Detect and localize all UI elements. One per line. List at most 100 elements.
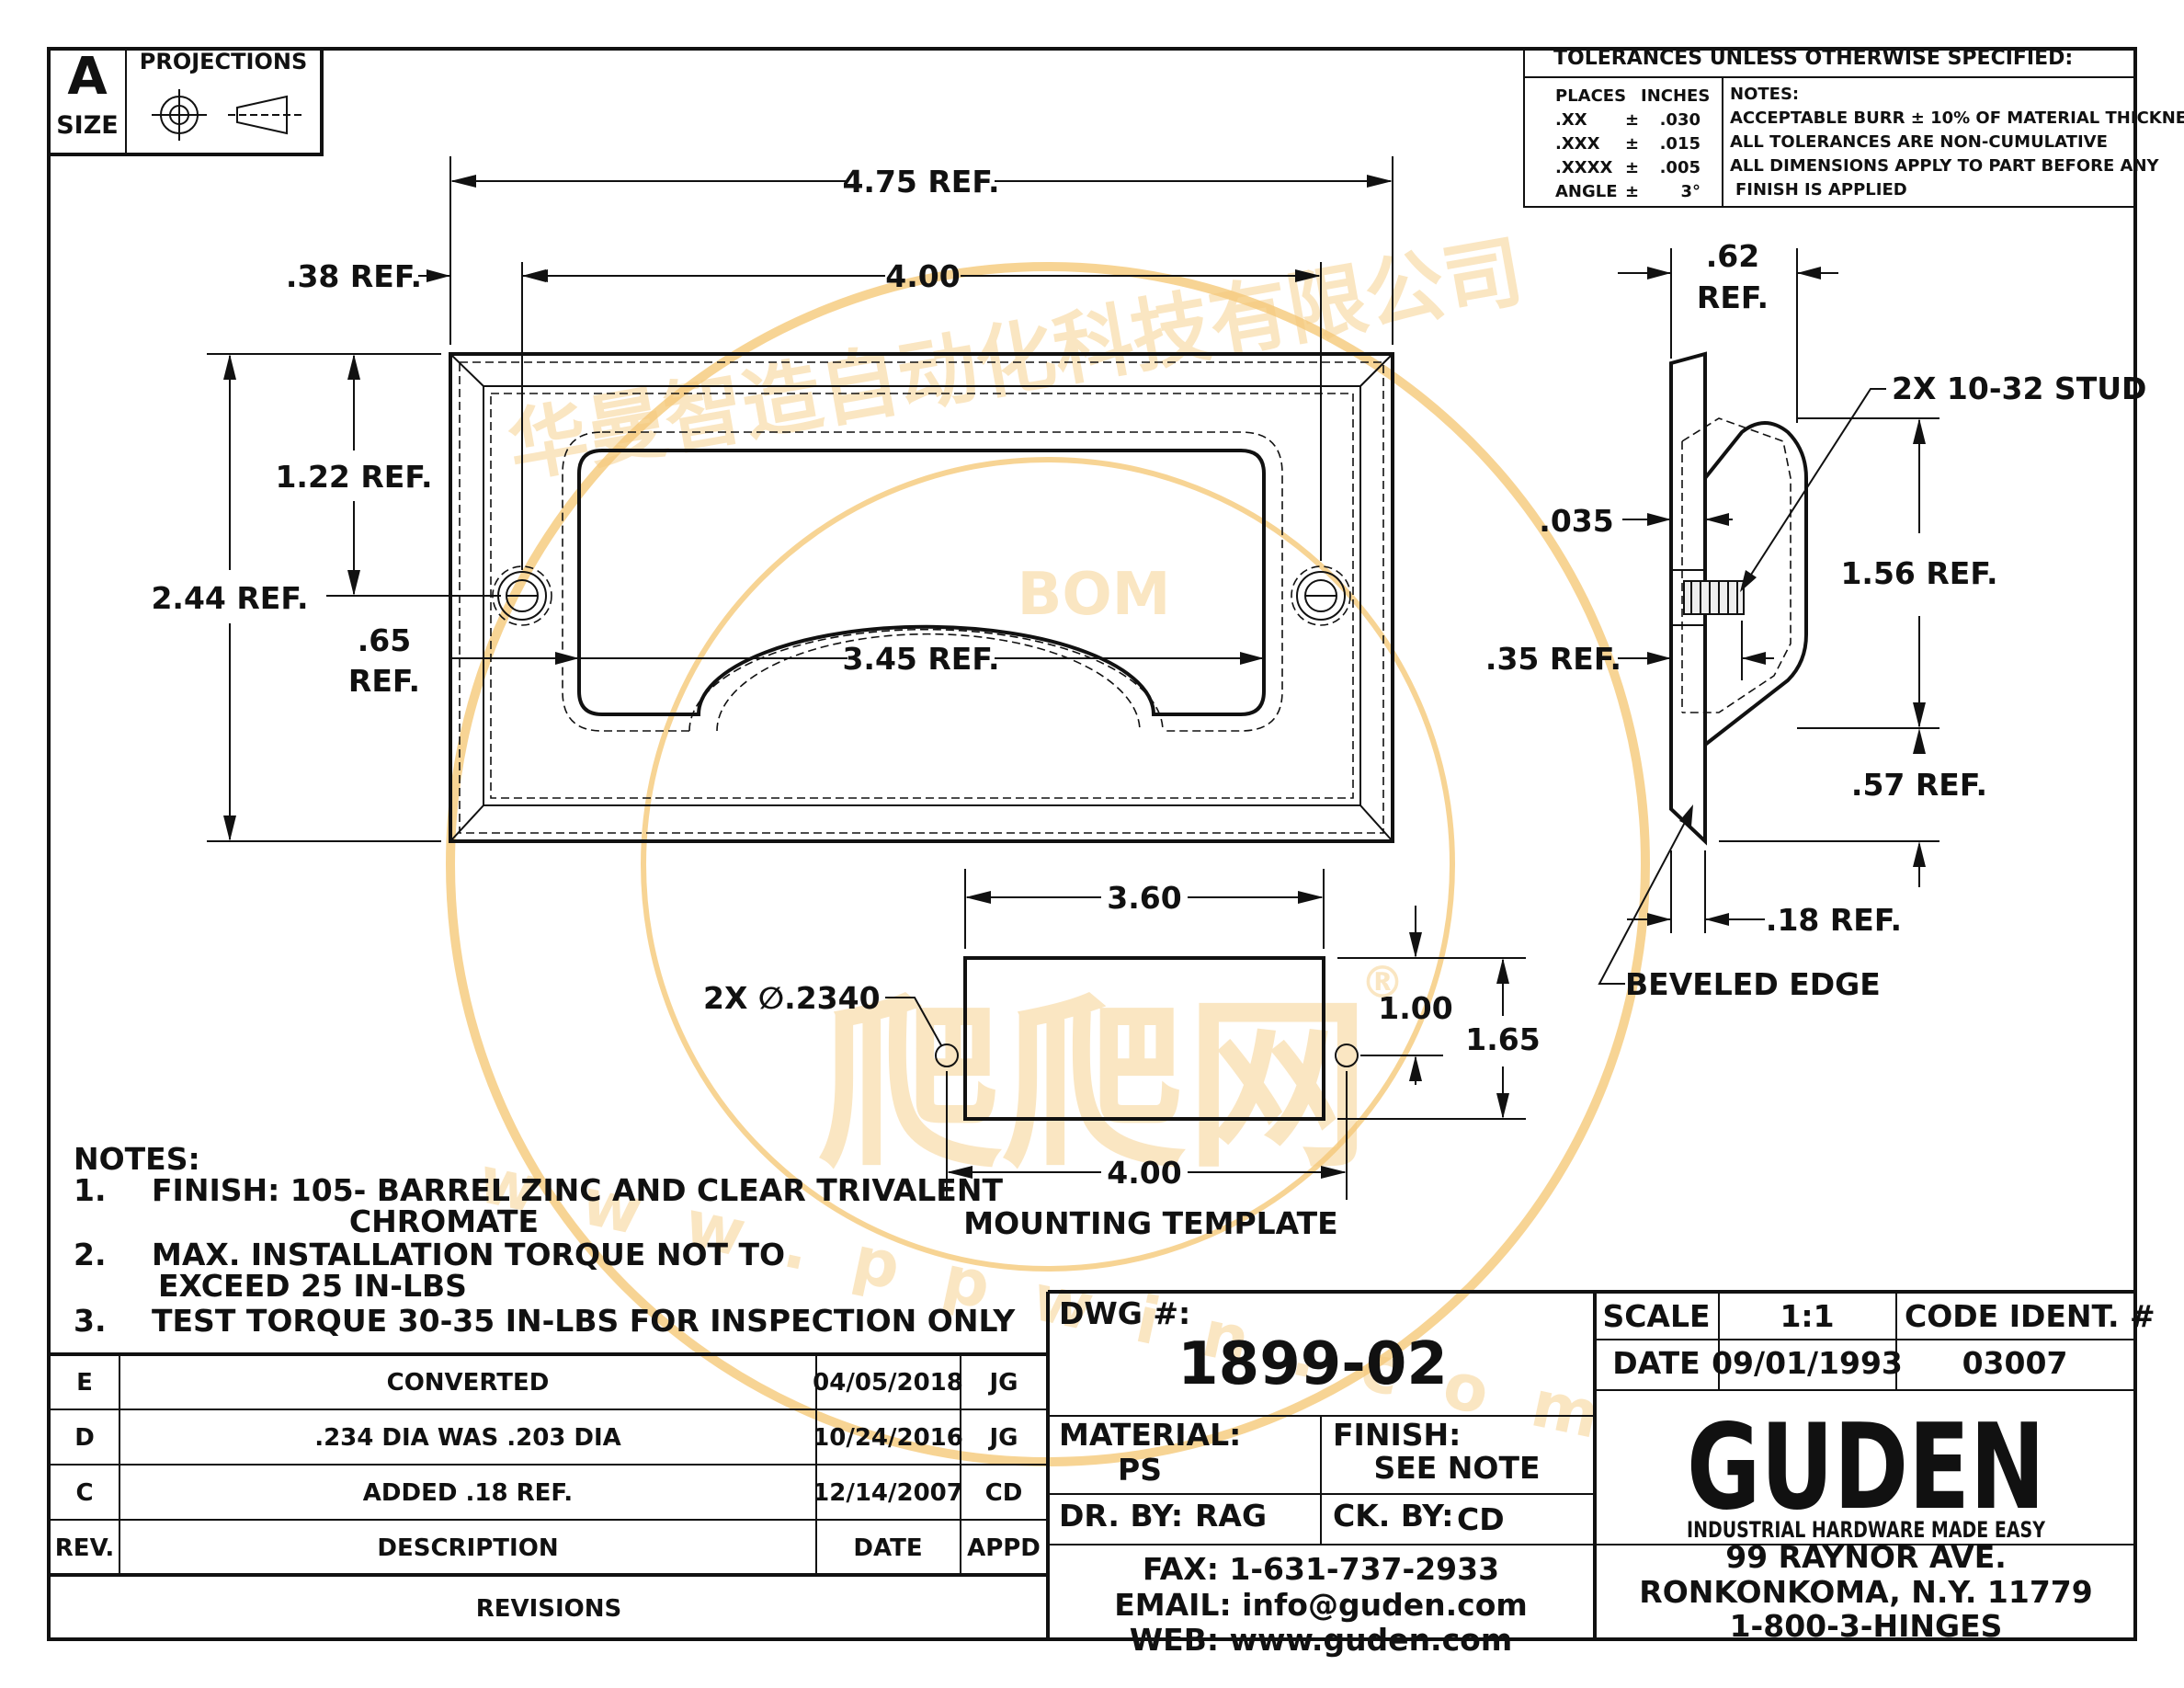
note-2-line2: EXCEED 25 IN-LBS (158, 1268, 467, 1304)
dim-side-b: REF. (348, 663, 420, 699)
template-dim-hole-v: 1.00 (1378, 990, 1452, 1026)
date-label: DATE (1612, 1345, 1700, 1381)
dim-stud-span: 1.56 REF. (1840, 555, 1997, 591)
size-box: A SIZE PROJECTIONS (49, 47, 324, 156)
checked-label: CK. BY: (1333, 1498, 1453, 1534)
sheet-border (47, 47, 2137, 1641)
projections-label: PROJECTIONS (140, 49, 307, 74)
plate-outline (449, 352, 1394, 843)
rev-header-date: DATE (853, 1534, 922, 1562)
code-value: 03007 (1962, 1345, 2068, 1381)
tolerance-col-inches: INCHES (1641, 86, 1710, 106)
logo-tagline: INDUSTRIAL HARDWARE MADE EASY (1687, 1517, 2045, 1543)
web: WEB: www.guden.com (1130, 1622, 1512, 1658)
rev-row2-appd: JG (987, 1424, 1018, 1452)
template-hole-left (935, 1044, 959, 1067)
rev-row3-rev: C (75, 1479, 93, 1507)
mounting-template: 3.60 2X ∅.2340 1.00 1.65 4.00 MOUNTING T… (703, 869, 1541, 1241)
size-label: SIZE (56, 111, 119, 140)
rev-row3-appd: CD (985, 1479, 1023, 1507)
front-dimensions: 4.75 REF. .38 REF. 4.00 2.44 REF. 1.22 R… (151, 156, 1393, 842)
title-block: DWG #: 1899-02 MATERIAL: PS FINISH: SEE … (1046, 1290, 2156, 1658)
tol-pm-4: ± (1625, 182, 1639, 201)
rev-row2-desc: .234 DIA WAS .203 DIA (314, 1424, 621, 1452)
note-1-line2: CHROMATE (349, 1203, 539, 1239)
guden-logo: GUDEN INDUSTRIAL HARDWARE MADE EASY (1687, 1399, 2045, 1543)
tolerance-note-3: ALL DIMENSIONS APPLY TO PART BEFORE ANY (1730, 156, 2160, 176)
material-value: PS (1118, 1452, 1162, 1488)
note-1-line1: FINISH: 105- BARREL ZINC AND CLEAR TRIVA… (152, 1172, 1003, 1208)
address-line2: RONKONKOMA, N.Y. 11779 (1639, 1574, 2092, 1610)
template-outline (963, 956, 1325, 1121)
email: EMAIL: info@guden.com (1114, 1587, 1528, 1623)
tol-inches-4: 3° (1680, 182, 1701, 201)
rev-header-desc: DESCRIPTION (377, 1534, 558, 1562)
tolerance-note-2: ALL TOLERANCES ARE NON-CUMULATIVE (1730, 132, 2108, 152)
template-dim-hole-spacing: 4.00 (1107, 1155, 1181, 1191)
rev-header-rev: REV. (55, 1534, 114, 1562)
material-label: MATERIAL: (1059, 1417, 1241, 1453)
bevel-label: BEVELED EDGE (1625, 966, 1881, 1002)
rev-row3-date: 12/14/2007 (813, 1479, 963, 1507)
dim-depth-b: REF. (1697, 279, 1769, 315)
tol-pm-1: ± (1625, 110, 1639, 130)
stud-right-icon (1291, 565, 1351, 626)
rev-row1-appd: JG (987, 1369, 1018, 1397)
stud-label: 2X 10-32 STUD (1892, 371, 2146, 406)
side-profile (1669, 351, 1707, 846)
note-3-line1: TEST TORQUE 30-35 IN-LBS FOR INSPECTION … (152, 1303, 1016, 1339)
side-dimensions: .62 REF. 2X 10-32 STUD 1.56 REF. .035 .3… (1485, 238, 2146, 1002)
note-3-num: 3. (74, 1303, 107, 1339)
rev-row3-desc: ADDED .18 REF. (363, 1479, 573, 1507)
notes-block: NOTES: 1. FINISH: 105- BARREL ZINC AND C… (74, 1141, 1016, 1339)
tolerance-block: TOLERANCES UNLESS OTHERWISE SPECIFIED: P… (1523, 47, 2184, 208)
template-hole-label: 2X ∅.2340 (703, 980, 881, 1016)
fax: FAX: 1-631-737-2933 (1143, 1551, 1499, 1587)
revisions-table: E CONVERTED 04/05/2018 JG D .234 DIA WAS… (49, 1352, 1048, 1623)
tolerance-note-4: FINISH IS APPLIED (1735, 180, 1907, 200)
dim-flange: .18 REF. (1766, 902, 1902, 938)
stud-thread-icon (1683, 580, 1745, 615)
dim-cup-height: 1.22 REF. (275, 459, 432, 495)
dim-stud-offset: .35 REF. (1485, 641, 1621, 677)
tolerance-notes-title: NOTES: (1730, 85, 1799, 104)
dim-depth-a: .62 (1706, 238, 1759, 274)
revisions-footer: REVISIONS (476, 1595, 622, 1623)
note-2-num: 2. (74, 1237, 107, 1272)
rev-row2-date: 10/24/2016 (813, 1424, 963, 1452)
tol-inches-1: .030 (1660, 110, 1701, 130)
tol-inches-2: .015 (1660, 134, 1701, 154)
dim-hole-spacing: 4.00 (885, 258, 960, 294)
scale-label: SCALE (1602, 1298, 1710, 1334)
watermark-brand: 爬爬网 (818, 979, 1370, 1193)
tol-pm-3: ± (1625, 158, 1639, 177)
dim-side-a: .65 (358, 622, 411, 658)
address-line1: 99 RAYNOR AVE. (1725, 1539, 2007, 1575)
tol-places-1: .XX (1555, 110, 1587, 130)
template-dim-height: 1.65 (1465, 1021, 1540, 1057)
tolerance-title: TOLERANCES UNLESS OTHERWISE SPECIFIED: (1553, 47, 2073, 70)
dim-overall-width: 4.75 REF. (842, 164, 999, 200)
watermark-reg: ® (1360, 957, 1405, 1009)
size-letter: A (67, 47, 108, 107)
tolerance-note-1: ACCEPTABLE BURR ± 10% OF MATERIAL THICKN… (1730, 108, 2184, 128)
template-caption: MOUNTING TEMPLATE (963, 1205, 1337, 1241)
dim-thickness: .035 (1539, 503, 1613, 539)
checked-value: CD (1457, 1501, 1505, 1537)
drawn-label: DR. BY: (1059, 1498, 1183, 1534)
finish-label: FINISH: (1333, 1417, 1461, 1453)
side-view (1669, 351, 1808, 846)
scale-value: 1:1 (1780, 1298, 1834, 1334)
rev-row2-rev: D (74, 1424, 95, 1452)
rev-row1-rev: E (76, 1369, 93, 1397)
drawn-value: RAG (1195, 1498, 1267, 1534)
dwg-label: DWG #: (1059, 1295, 1190, 1331)
tol-inches-3: .005 (1660, 158, 1701, 177)
cup-outline (577, 449, 1266, 716)
template-hole-right (1335, 1044, 1359, 1067)
tol-places-4: ANGLE (1555, 182, 1618, 201)
dim-overall-height: 2.44 REF. (151, 580, 308, 616)
tol-places-3: .XXXX (1555, 158, 1612, 177)
watermark-bom: BOM (1018, 561, 1171, 629)
tolerance-col-places: PLACES (1555, 86, 1626, 106)
